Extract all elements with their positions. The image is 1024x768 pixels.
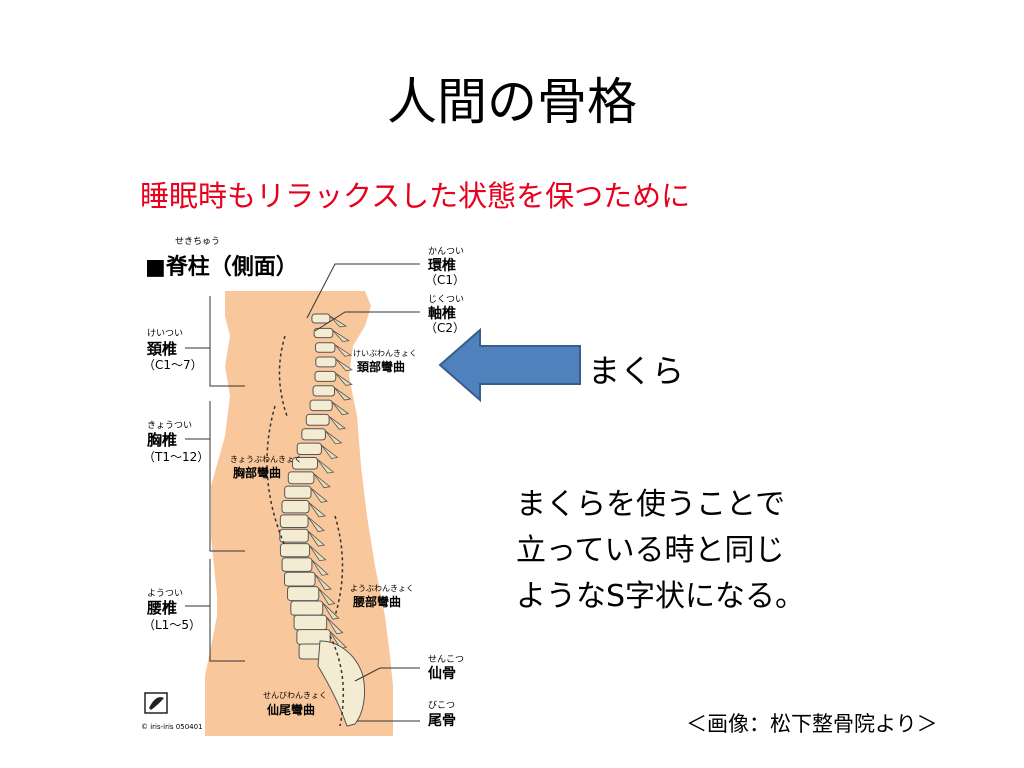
vertebra — [296, 442, 322, 455]
vertebra — [312, 385, 336, 397]
vertebra — [290, 600, 324, 616]
pillow-label: まくら — [588, 352, 685, 390]
figure-header: ■脊柱（側面） — [145, 254, 298, 280]
vertebra — [309, 399, 333, 412]
vertebra-process — [335, 373, 353, 386]
svg-text:腰部彎曲: 腰部彎曲 — [352, 594, 401, 609]
vertebra-process — [307, 516, 325, 532]
vertebra-process — [307, 530, 326, 547]
vertebra — [284, 485, 312, 499]
vertebra — [301, 428, 326, 441]
svg-text:胸部彎曲: 胸部彎曲 — [233, 465, 281, 480]
svg-text:せんこつ: せんこつ — [428, 654, 464, 665]
svg-text:仙骨: 仙骨 — [428, 665, 456, 682]
vertebra-process — [318, 588, 336, 606]
label-cervical-curve: けいぶわんきょく 頚部彎曲 — [353, 349, 417, 374]
label-sacrococcygeal-curve: せんびわんきょく 仙尾彎曲 — [263, 691, 327, 717]
svg-text:軸椎: 軸椎 — [428, 305, 456, 322]
vertebra — [293, 614, 328, 631]
vertebra — [279, 543, 311, 558]
vertebra-process — [334, 344, 352, 357]
explanation-line: まくらを使うことで — [516, 487, 786, 522]
svg-text:せんびわんきょく: せんびわんきょく — [263, 691, 327, 700]
explanation-line: 立っている時と同じ — [516, 533, 785, 568]
vertebra — [279, 514, 309, 529]
spine-figure: せきちゅう ■脊柱（側面） けいつい 頚椎 （C1〜7） きょうつい 胸椎 （T… — [141, 236, 465, 736]
vertebra-process — [325, 430, 343, 445]
vertebra — [313, 327, 334, 339]
vertebra-process — [328, 416, 347, 430]
vertebra-process — [309, 545, 327, 562]
svg-text:尾骨: 尾骨 — [428, 712, 456, 729]
vertebra-process — [313, 473, 331, 489]
vertebra-process — [331, 401, 350, 416]
header-reading: せきちゅう — [175, 236, 220, 247]
vertebra-process — [332, 330, 350, 343]
label-cervical: けいつい 頚椎 （C1〜7） — [143, 328, 203, 372]
vertebra — [284, 571, 316, 587]
svg-text:（L1〜5）: （L1〜5） — [143, 618, 201, 632]
label-coccyx: びこつ 尾骨 — [428, 700, 456, 729]
vertebra — [287, 586, 320, 602]
label-axis: じくつい 軸椎 （C2） — [425, 294, 465, 335]
svg-text:仙尾彎曲: 仙尾彎曲 — [267, 702, 315, 717]
svg-text:じくつい: じくつい — [428, 294, 464, 305]
vertebra-process — [326, 617, 344, 635]
svg-text:頚椎: 頚椎 — [146, 340, 177, 358]
svg-text:（C1〜7）: （C1〜7） — [143, 358, 203, 372]
svg-text:（C1）: （C1） — [425, 273, 465, 287]
vertebra — [305, 413, 330, 426]
vertebra-process — [314, 573, 332, 591]
label-thoracic: きょうつい 胸椎 （T1〜12） — [143, 420, 209, 464]
explanation-line: ようなS字状になる。 — [516, 579, 806, 614]
vertebra — [311, 313, 331, 324]
image-credit: ＜画像：松下整骨院より＞ — [686, 712, 938, 736]
svg-text:きょうぶわんきょく: きょうぶわんきょく — [230, 455, 302, 464]
body-silhouette — [205, 291, 393, 736]
vertebra-process — [335, 358, 353, 372]
vertebra — [281, 500, 310, 514]
slide-subtitle: 睡眠時もリラックスした状態を保つために — [140, 179, 691, 213]
svg-text:けいつい: けいつい — [147, 328, 183, 339]
vertebra — [315, 356, 337, 368]
svg-text:ようぶわんきょく: ようぶわんきょく — [350, 584, 414, 593]
svg-text:胸椎: 胸椎 — [147, 431, 177, 449]
vertebra — [287, 471, 315, 485]
svg-text:（T1〜12）: （T1〜12） — [143, 450, 209, 464]
copyright-text: © iris-iris 050401 — [141, 723, 203, 731]
sacrum-shape — [317, 640, 366, 727]
label-lumbar-curve: ようぶわんきょく 腰部彎曲 — [350, 584, 414, 609]
svg-text:びこつ: びこつ — [428, 700, 455, 711]
slide-title: 人間の骨格 — [387, 73, 637, 131]
svg-text:環椎: 環椎 — [428, 257, 456, 274]
svg-text:頚部彎曲: 頚部彎曲 — [356, 359, 405, 374]
svg-text:けいぶわんきょく: けいぶわんきょく — [353, 349, 417, 358]
vertebra — [281, 557, 313, 572]
vertebra-process — [317, 459, 335, 474]
label-lumbar: ようつい 腰椎 （L1〜5） — [143, 588, 201, 632]
vertebra-process — [310, 487, 328, 503]
svg-text:ようつい: ようつい — [147, 588, 183, 599]
vertebra-process — [308, 502, 326, 518]
svg-text:かんつい: かんつい — [428, 246, 464, 257]
vertebra — [314, 370, 337, 382]
vertebra — [279, 528, 309, 543]
explanation-text: まくらを使うことで 立っている時と同じ ようなS字状になる。 — [516, 482, 805, 620]
label-atlas: かんつい 環椎 （C1） — [425, 246, 465, 287]
iris-logo — [144, 692, 168, 714]
label-thoracic-curve: きょうぶわんきょく 胸部彎曲 — [230, 455, 302, 480]
vertebra-process — [334, 387, 352, 401]
vertebra-process — [321, 444, 339, 459]
vertebra — [315, 342, 336, 353]
left-arrow-icon — [438, 328, 581, 402]
svg-text:（C2）: （C2） — [425, 321, 465, 335]
vertebra-process — [322, 602, 340, 620]
svg-text:きょうつい: きょうつい — [147, 420, 192, 431]
vertebra — [292, 456, 319, 470]
svg-text:腰椎: 腰椎 — [146, 599, 177, 617]
label-sacrum: せんこつ 仙骨 — [428, 654, 464, 682]
vertebra-process — [311, 559, 329, 576]
